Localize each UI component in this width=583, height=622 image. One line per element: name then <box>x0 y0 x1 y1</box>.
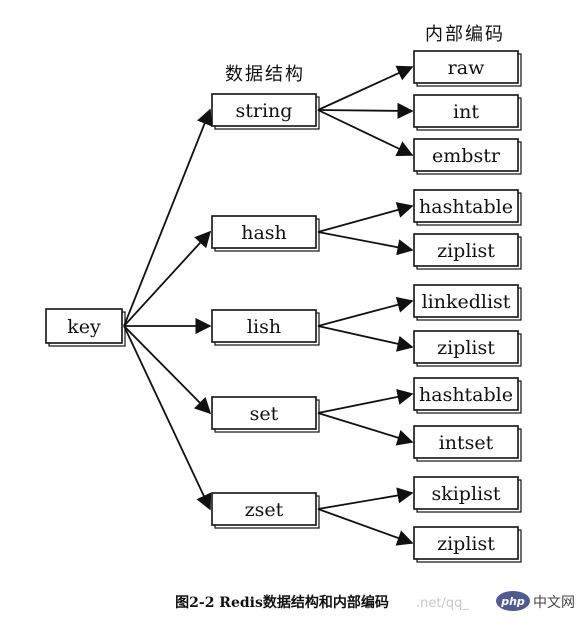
encoding-node-string-raw: raw <box>413 50 522 87</box>
edge-string-to-int <box>317 102 414 119</box>
type-node-lish-label: lish <box>247 316 281 338</box>
encoding-node-lish-linkedlist: linkedlist <box>413 284 522 321</box>
encoding-node-hash-ziplist-label: ziplist <box>437 240 495 262</box>
edge-key-to-hash <box>123 230 212 327</box>
encoding-node-string-int-label: int <box>453 101 479 123</box>
type-node-zset-label: zset <box>245 499 284 521</box>
encoding-node-set-intset-label: intset <box>439 432 494 454</box>
edge-zset-to-ziplist <box>317 508 414 546</box>
edge-key-to-string <box>123 108 213 327</box>
encoding-node-set-hashtable: hashtable <box>413 377 522 414</box>
php-logo: php <box>496 591 530 611</box>
encoding-node-hash-hashtable-label: hashtable <box>419 196 513 218</box>
php-logo-text: php <box>500 595 525 608</box>
edge-lish-to-ziplist <box>317 325 414 352</box>
edge-lish-to-linkedlist <box>317 296 414 327</box>
encoding-node-hash-hashtable: hashtable <box>413 189 522 226</box>
type-node-zset: zset <box>211 492 320 529</box>
watermark: .net/qq_ php 中文网 <box>416 591 575 611</box>
encoding-node-string-embstr-label: embstr <box>432 145 501 167</box>
encoding-node-set-hashtable-label: hashtable <box>419 384 513 406</box>
encoding-node-zset-ziplist: ziplist <box>413 526 522 563</box>
encoding-node-string-raw-label: raw <box>448 57 485 79</box>
edge-key-to-zset <box>123 325 212 511</box>
nodes: string raw int embstr hash hashtable ziplist li… <box>211 50 522 563</box>
type-node-string-label: string <box>236 100 293 122</box>
edge-key-to-set <box>123 325 212 415</box>
edge-string-to-raw <box>317 65 414 111</box>
internal-encoding-header: 内部编码 <box>425 24 505 45</box>
type-node-hash: hash <box>211 215 320 252</box>
edge-string-to-embstr <box>317 109 414 157</box>
data-structure-header: 数据结构 <box>225 64 305 85</box>
type-node-string: string <box>211 93 320 130</box>
edge-zset-to-skiplist <box>317 487 414 510</box>
type-node-lish: lish <box>211 309 320 346</box>
edge-hash-to-hashtable <box>317 202 414 233</box>
type-node-set: set <box>211 396 320 433</box>
type-node-hash-label: hash <box>241 222 287 244</box>
edge-set-to-hashtable <box>317 388 414 414</box>
encoding-node-string-int: int <box>413 94 522 131</box>
encoding-node-zset-ziplist-label: ziplist <box>437 533 495 555</box>
encoding-node-string-embstr: embstr <box>413 138 522 175</box>
watermark-url: .net/qq_ <box>416 596 469 611</box>
encoding-node-zset-skiplist-label: skiplist <box>431 483 500 505</box>
edges <box>123 65 414 546</box>
encoding-node-lish-ziplist-label: ziplist <box>437 337 495 359</box>
edge-hash-to-ziplist <box>317 231 414 256</box>
encoding-node-hash-ziplist: ziplist <box>413 233 522 270</box>
encoding-node-lish-linkedlist-label: linkedlist <box>422 291 511 313</box>
type-node-set-label: set <box>250 403 279 425</box>
figure-caption: 图2-2 Redis数据结构和内部编码 <box>175 594 389 611</box>
key-node-label: key <box>67 316 101 338</box>
encoding-node-zset-skiplist: skiplist <box>413 476 522 513</box>
watermark-site: 中文网 <box>533 595 575 611</box>
edge-set-to-intset <box>317 412 414 446</box>
key-node: key <box>45 308 126 347</box>
encoding-node-set-intset: intset <box>413 425 522 462</box>
encoding-node-lish-ziplist: ziplist <box>413 330 522 367</box>
